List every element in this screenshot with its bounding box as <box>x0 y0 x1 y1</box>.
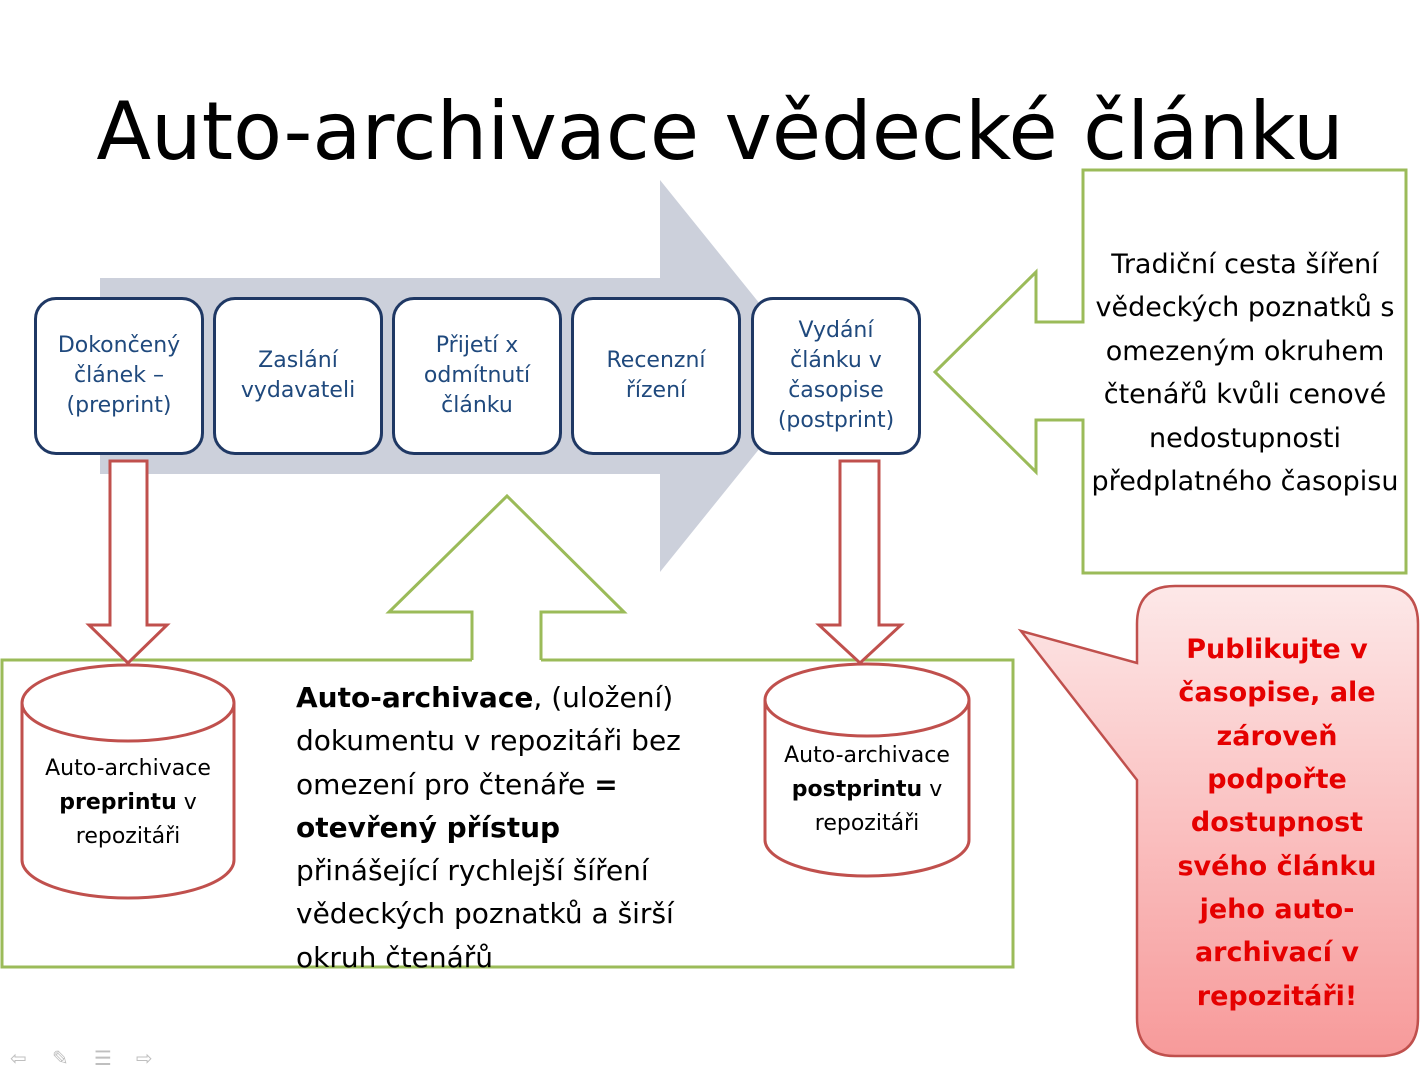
arrow-right-icon[interactable]: ⇨ <box>136 1046 153 1070</box>
traditional-path-callout <box>932 168 1408 575</box>
traditional-path-text: Tradiční cesta šíření vědeckých poznatků… <box>1091 248 1399 498</box>
preprint-down-arrow <box>85 459 171 666</box>
step-send-to-publisher: Zaslání vydavateli <box>213 297 383 455</box>
postprint-repository-label: Auto-archivace postprintu v repozitáři <box>784 743 950 836</box>
postprint-repository-cylinder <box>763 662 971 878</box>
call-to-action-text: Publikujte v časopise, ale zároveň podpo… <box>1177 634 1377 1012</box>
preprint-repository-cylinder <box>20 663 236 900</box>
arrow-left-icon[interactable]: ⇦ <box>10 1046 27 1070</box>
step-peer-review: Recenzní řízení <box>571 297 741 455</box>
call-to-action-bubble <box>1017 584 1420 1058</box>
open-access-description: Auto-archivace, (uložení) dokumentu v re… <box>296 681 681 974</box>
postprint-down-arrow <box>815 459 905 666</box>
open-access-box <box>0 658 1015 969</box>
step-finished-article: Dokončený článek – (preprint) <box>34 297 204 455</box>
preprint-repository-label: Auto-archivace preprintu v repozitáři <box>45 756 211 849</box>
page-title: Auto-archivace vědecké článku <box>96 85 1344 178</box>
step-accept-reject: Přijetí x odmítnutí článku <box>392 297 562 455</box>
pen-icon[interactable]: ✎ <box>52 1046 69 1070</box>
open-access-up-arrow <box>385 493 628 660</box>
step-publication: Vydání článku v časopise (postprint) <box>751 297 921 455</box>
menu-icon[interactable]: ☰ <box>94 1046 112 1070</box>
